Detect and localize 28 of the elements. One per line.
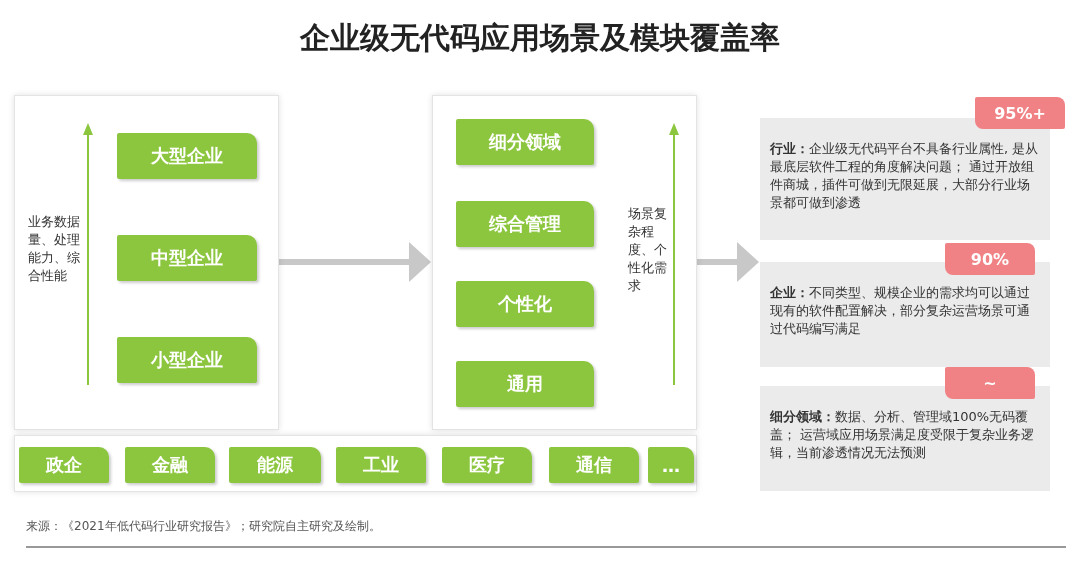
category-box: 通信: [549, 447, 639, 483]
title: 企业级无代码应用场景及模块覆盖率: [299, 19, 781, 57]
category-box: 通用: [456, 361, 594, 407]
percentage-badge: ~: [945, 367, 1035, 399]
panel-background: [14, 95, 279, 430]
axis-label: 业务数据量、处理能力、综合性能: [28, 213, 81, 285]
source-note: 来源：《2021年低代码行业研究报告》；研究院自主研究及绘制。: [26, 518, 382, 535]
category-box: 金融: [125, 447, 215, 483]
chevron-arrow: [279, 242, 431, 282]
category-box: 个性化: [456, 281, 594, 327]
chevron-arrow: [697, 242, 759, 282]
category-box: 小型企业: [117, 337, 257, 383]
category-box: …: [648, 447, 694, 483]
panel-background: [432, 95, 697, 430]
percentage-badge: 90%: [945, 243, 1035, 275]
percentage-badge: 95%+: [975, 97, 1065, 129]
category-box: 中型企业: [117, 235, 257, 281]
description-card: 细分领域：数据、分析、管理域100%无码覆盖； 运营域应用场景满足度受限于复杂业务逻辑，当前渗透情况无法预测: [760, 386, 1050, 491]
category-box: 综合管理: [456, 201, 594, 247]
category-box: 细分领域: [456, 119, 594, 165]
description-card: 行业：企业级无代码平台不具备行业属性, 是从最底层软件工程的角度解决问题； 通过开放组件商城，插件可做到无限延展，大部分行业场景都可做到渗透: [760, 118, 1050, 240]
category-box: 大型企业: [117, 133, 257, 179]
panel-background: [14, 435, 697, 492]
category-box: 医疗: [442, 447, 532, 483]
category-box: 政企: [19, 447, 109, 483]
category-box: 工业: [336, 447, 426, 483]
axis-label: 场景复杂程度、个性化需求: [628, 205, 668, 295]
category-box: 能源: [229, 447, 321, 483]
